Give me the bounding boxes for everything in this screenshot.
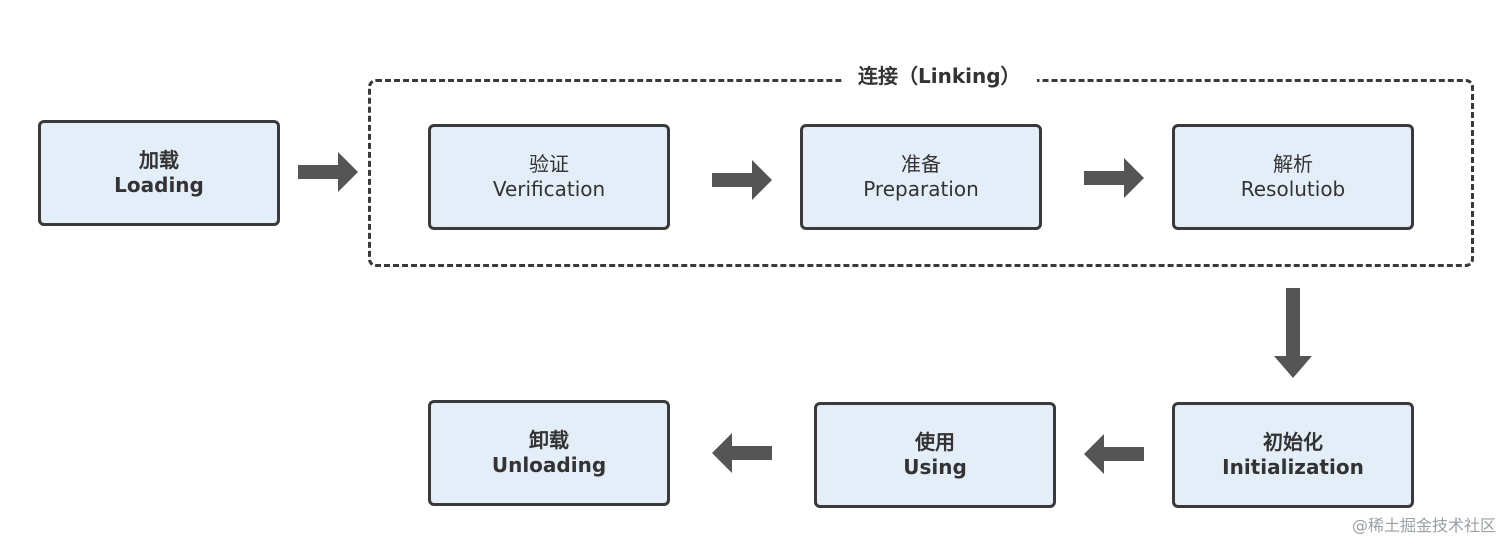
arrow-loading-to-verification	[298, 152, 358, 192]
stage-using-en: Using	[903, 455, 967, 479]
watermark: @稀土掘金技术社区	[1351, 516, 1496, 535]
stage-using-zh: 使用	[915, 430, 955, 454]
stage-loading-zh: 加载	[139, 148, 179, 172]
stage-resolution-en: Resolutiob	[1240, 177, 1346, 201]
arrow-preparation-to-resolution	[1084, 158, 1144, 198]
arrow-verification-to-preparation	[712, 160, 772, 200]
linking-group-label: 连接（Linking）	[842, 60, 1037, 89]
stage-verification-en: Verification	[492, 177, 606, 201]
stage-resolution-zh: 解析	[1273, 152, 1313, 176]
stage-resolution: 解析 Resolutiob	[1172, 124, 1414, 230]
stage-preparation-en: Preparation	[863, 177, 979, 201]
stage-verification: 验证 Verification	[428, 124, 670, 230]
arrow-initialization-to-using	[1084, 434, 1144, 474]
stage-loading: 加载 Loading	[38, 120, 280, 226]
arrow-using-to-unloading	[712, 433, 772, 473]
stage-preparation-zh: 准备	[901, 152, 941, 176]
stage-loading-en: Loading	[114, 173, 204, 197]
stage-unloading-zh: 卸载	[529, 428, 569, 452]
stage-initialization-zh: 初始化	[1263, 430, 1323, 454]
stage-initialization: 初始化 Initialization	[1172, 402, 1414, 508]
stage-unloading: 卸载 Unloading	[428, 400, 670, 506]
stage-using: 使用 Using	[814, 402, 1056, 508]
stage-verification-zh: 验证	[529, 152, 569, 176]
stage-preparation: 准备 Preparation	[800, 124, 1042, 230]
stage-unloading-en: Unloading	[491, 453, 607, 477]
stage-initialization-en: Initialization	[1222, 455, 1364, 479]
arrow-resolution-to-initialization	[1274, 288, 1312, 378]
